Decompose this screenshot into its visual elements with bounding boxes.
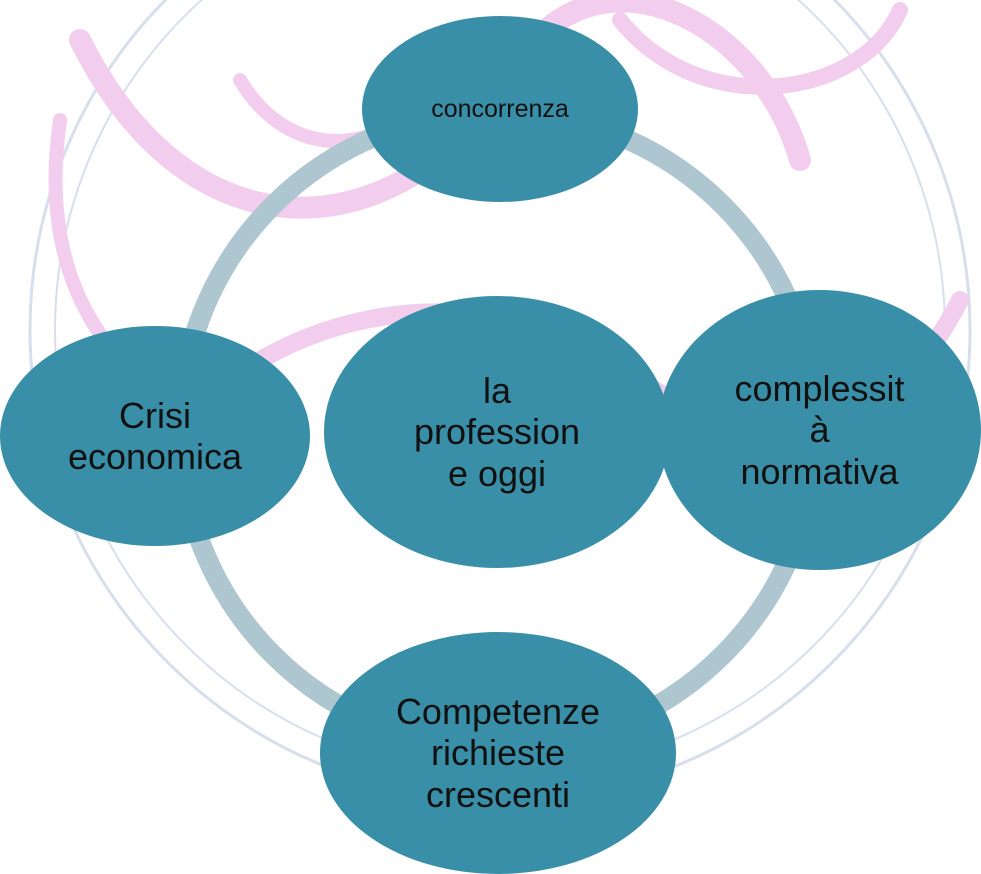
watermark-swirl-3 bbox=[612, 2, 908, 95]
node-complessita-normativa: complessit à normativa bbox=[658, 290, 981, 570]
node-competenze-richieste: Competenze richieste crescenti bbox=[320, 632, 676, 874]
node-concorrenza-label: concorrenza bbox=[431, 94, 569, 123]
center-node-label: la profession e oggi bbox=[413, 369, 581, 494]
node-complessita-normativa-label: complessit à normativa bbox=[734, 367, 905, 492]
node-crisi-economica: Crisi economica bbox=[0, 326, 310, 546]
node-competenze-richieste-label: Competenze richieste crescenti bbox=[395, 690, 601, 815]
center-node: la profession e oggi bbox=[324, 296, 670, 568]
node-concorrenza: concorrenza bbox=[362, 16, 638, 202]
node-crisi-economica-label: Crisi economica bbox=[67, 394, 243, 477]
